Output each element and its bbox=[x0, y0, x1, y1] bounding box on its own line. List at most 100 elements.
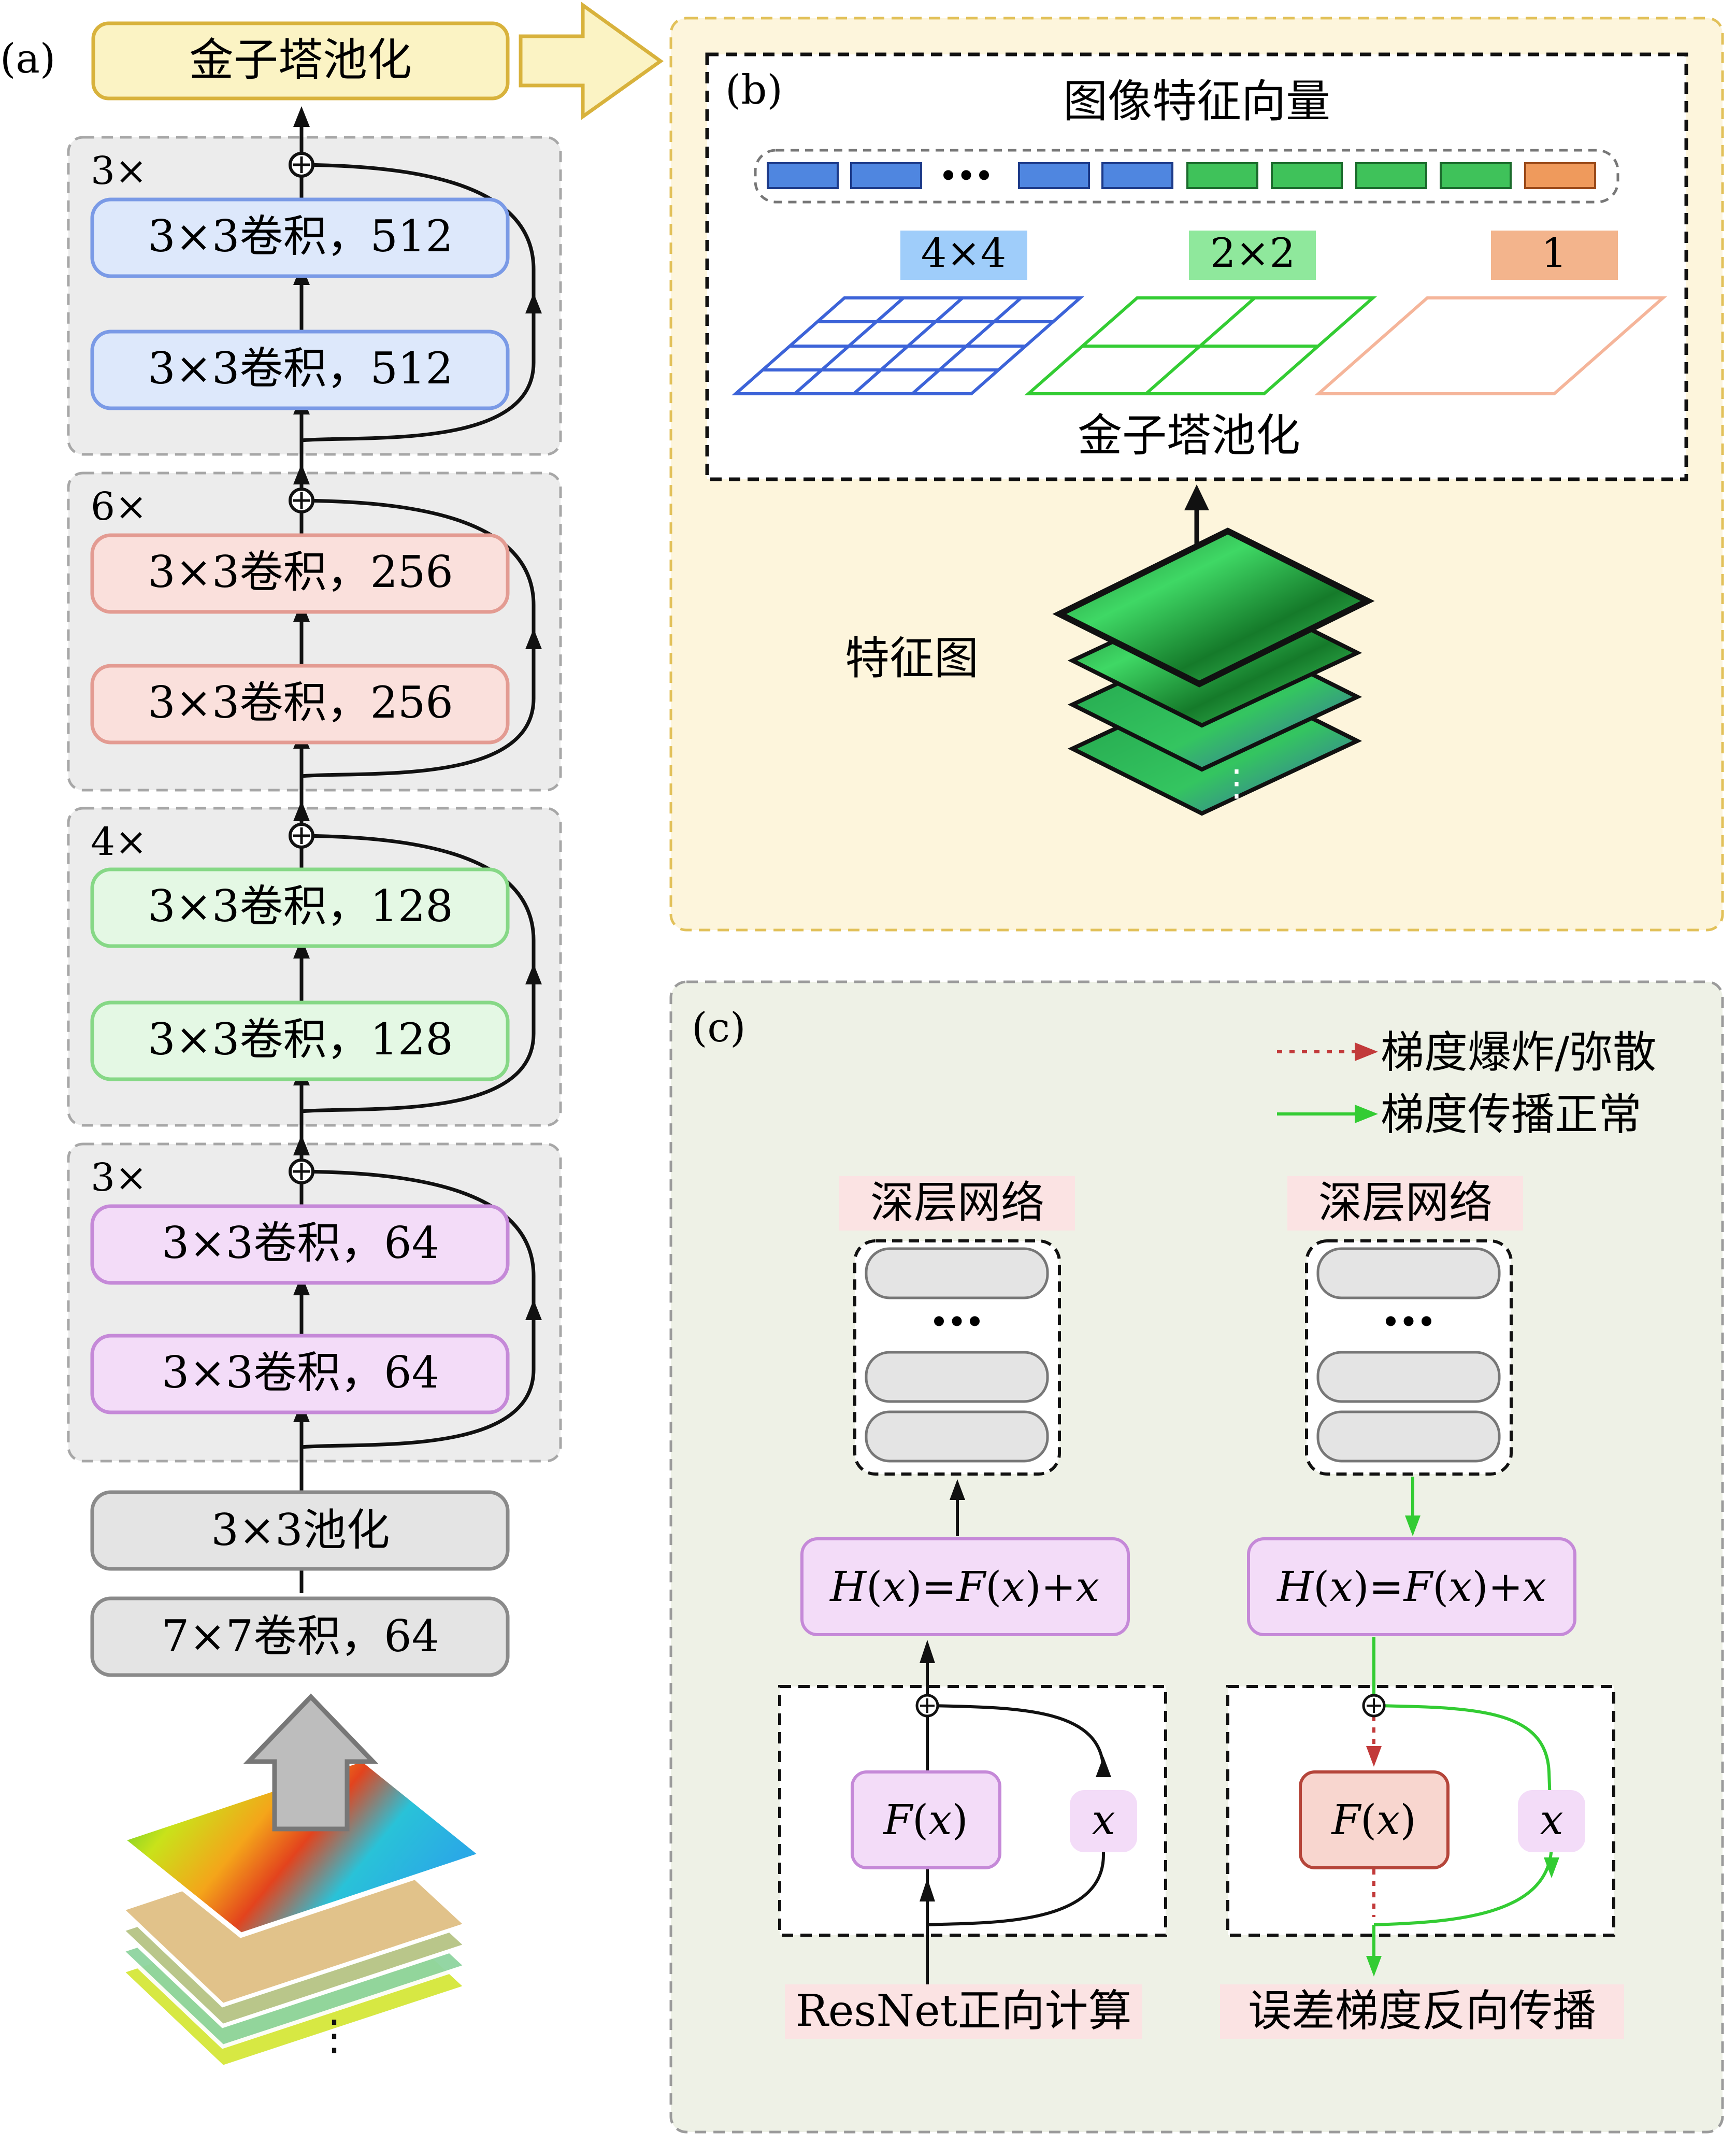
deep-layer bbox=[1316, 1351, 1501, 1403]
conv-64-b-label: 3×3卷积，64 bbox=[162, 1347, 439, 1398]
grid-4x4-label: 4×4 bbox=[921, 230, 1007, 277]
deep-layer bbox=[865, 1410, 1049, 1463]
forward-skip bbox=[927, 1704, 1105, 1926]
caption-backward: 误差梯度反向传播 bbox=[1248, 1985, 1596, 2036]
conv-256-a bbox=[90, 533, 510, 614]
spine-arrow bbox=[293, 1135, 310, 1155]
conv-512-a bbox=[90, 197, 510, 278]
panel-a-label: (a) bbox=[0, 36, 55, 82]
input-raster-stack: ⋮ bbox=[116, 1756, 487, 2070]
x-tag-right bbox=[1518, 1790, 1585, 1852]
add-node bbox=[289, 488, 314, 513]
fx-label-right: F(x) bbox=[1330, 1796, 1416, 1844]
skip-arrow bbox=[525, 628, 542, 649]
deep-layer bbox=[1316, 1410, 1501, 1463]
x-tag-left bbox=[1070, 1790, 1137, 1852]
caption-forward: ResNet正向计算 bbox=[795, 1985, 1131, 2036]
input-ellipsis: ⋮ bbox=[313, 2011, 355, 2059]
vector-cell-orange bbox=[1524, 162, 1596, 189]
grid-2x2 bbox=[1024, 296, 1377, 395]
deep-network-label-right: 深层网络 bbox=[1318, 1177, 1493, 1228]
input-up-arrow bbox=[243, 1693, 379, 1832]
conv-256-a-label: 3×3卷积，256 bbox=[148, 547, 453, 597]
panel-b-label: (b) bbox=[725, 67, 783, 113]
conv7-box bbox=[90, 1596, 510, 1677]
legend-green-arrowhead bbox=[1355, 1105, 1378, 1123]
skip-arrow bbox=[525, 293, 542, 313]
arrowhead-red bbox=[1366, 1746, 1382, 1767]
fx-label-left: F(x) bbox=[882, 1796, 968, 1844]
conv-128-b bbox=[90, 1000, 510, 1081]
conv-128-a-label: 3×3卷积，128 bbox=[148, 881, 453, 932]
feature-map-label: 特征图 bbox=[845, 633, 979, 684]
spine-arrow bbox=[293, 1275, 310, 1295]
skip-connection-128 bbox=[301, 834, 536, 1113]
deep-ellipsis-left: ••• bbox=[930, 1306, 984, 1338]
deep-layer bbox=[1316, 1247, 1501, 1299]
vector-cell-green bbox=[1440, 162, 1512, 189]
feature-map-stack: ⋮ bbox=[1052, 527, 1375, 816]
x-label-right: x bbox=[1540, 1796, 1563, 1844]
add-node bbox=[289, 823, 314, 849]
conv7-label: 7×7卷积，64 bbox=[162, 1611, 439, 1662]
conv-64-a-label: 3×3卷积，64 bbox=[162, 1218, 439, 1268]
deep-network-tag-left bbox=[839, 1176, 1075, 1231]
add-node bbox=[289, 152, 314, 178]
vector-cell-green bbox=[1186, 162, 1258, 189]
vector-cell-blue bbox=[1018, 162, 1090, 189]
pyramid-pooling-label-b: 金子塔池化 bbox=[1078, 410, 1300, 462]
legend-gradient-normal: 梯度传播正常 bbox=[1381, 1089, 1642, 1140]
conv-256-b-label: 3×3卷积，256 bbox=[148, 677, 453, 728]
arrowhead bbox=[920, 1640, 935, 1663]
feature-to-spp-arrowhead bbox=[1184, 484, 1209, 510]
deep-ellipsis-right: ••• bbox=[1382, 1306, 1436, 1338]
deep-layer bbox=[865, 1247, 1049, 1299]
arrowhead-green bbox=[1366, 1956, 1382, 1977]
spine-arrow-top bbox=[293, 106, 310, 127]
spine-arrow bbox=[293, 800, 310, 821]
spine-arrow bbox=[293, 464, 310, 484]
grid-1x1 bbox=[1314, 296, 1667, 395]
fx-box-left bbox=[851, 1770, 1001, 1869]
arrowhead bbox=[920, 1878, 935, 1901]
caption-tag-right bbox=[1220, 1984, 1624, 2039]
skip-connection-512 bbox=[301, 163, 536, 442]
conv-512-a-label: 3×3卷积，512 bbox=[148, 211, 453, 262]
conv-256-b bbox=[90, 664, 510, 745]
grid-4x4 bbox=[731, 296, 1084, 395]
grid-2x2-label: 2×2 bbox=[1210, 230, 1296, 277]
pyramid-pooling-label-a: 金子塔池化 bbox=[189, 34, 412, 86]
deep-network-tag-right bbox=[1287, 1176, 1523, 1231]
hx-formula-left: H(x)=F(x)+x bbox=[829, 1563, 1099, 1611]
arrowhead-green bbox=[1544, 1857, 1559, 1878]
pool-box bbox=[90, 1490, 510, 1571]
vector-cell-blue bbox=[767, 162, 839, 189]
add-node bbox=[289, 1159, 314, 1184]
conv-128-b-label: 3×3卷积，128 bbox=[148, 1014, 453, 1065]
to-panel-b-arrow bbox=[519, 2, 664, 120]
arrowhead bbox=[1096, 1756, 1111, 1777]
skip-connection-256 bbox=[301, 498, 536, 778]
pyramid-pooling-box-a bbox=[91, 21, 510, 101]
skip-arrow bbox=[525, 964, 542, 984]
add-node bbox=[1362, 1694, 1386, 1718]
group-64-repeat: 3× bbox=[91, 1155, 147, 1200]
feature-ellipsis: ⋮ bbox=[1218, 762, 1255, 804]
deep-network-label-left: 深层网络 bbox=[870, 1177, 1044, 1228]
grid-4x4-tag bbox=[900, 231, 1027, 280]
fx-box-right bbox=[1299, 1770, 1450, 1869]
conv-512-b-label: 3×3卷积，512 bbox=[148, 343, 453, 394]
skip-connection-64 bbox=[301, 1169, 536, 1449]
conv-128-a bbox=[90, 867, 510, 948]
hx-box-right bbox=[1247, 1537, 1576, 1636]
grid-1-label: 1 bbox=[1541, 230, 1567, 277]
vector-cell-green bbox=[1355, 162, 1427, 189]
x-label-left: x bbox=[1092, 1796, 1115, 1844]
hx-box-left bbox=[800, 1537, 1130, 1636]
skip-arrow bbox=[525, 1299, 542, 1320]
pool-label: 3×3池化 bbox=[211, 1505, 390, 1555]
conv-64-a bbox=[90, 1204, 510, 1285]
hx-formula-right: H(x)=F(x)+x bbox=[1276, 1563, 1546, 1611]
legend-red-arrowhead bbox=[1355, 1042, 1378, 1061]
